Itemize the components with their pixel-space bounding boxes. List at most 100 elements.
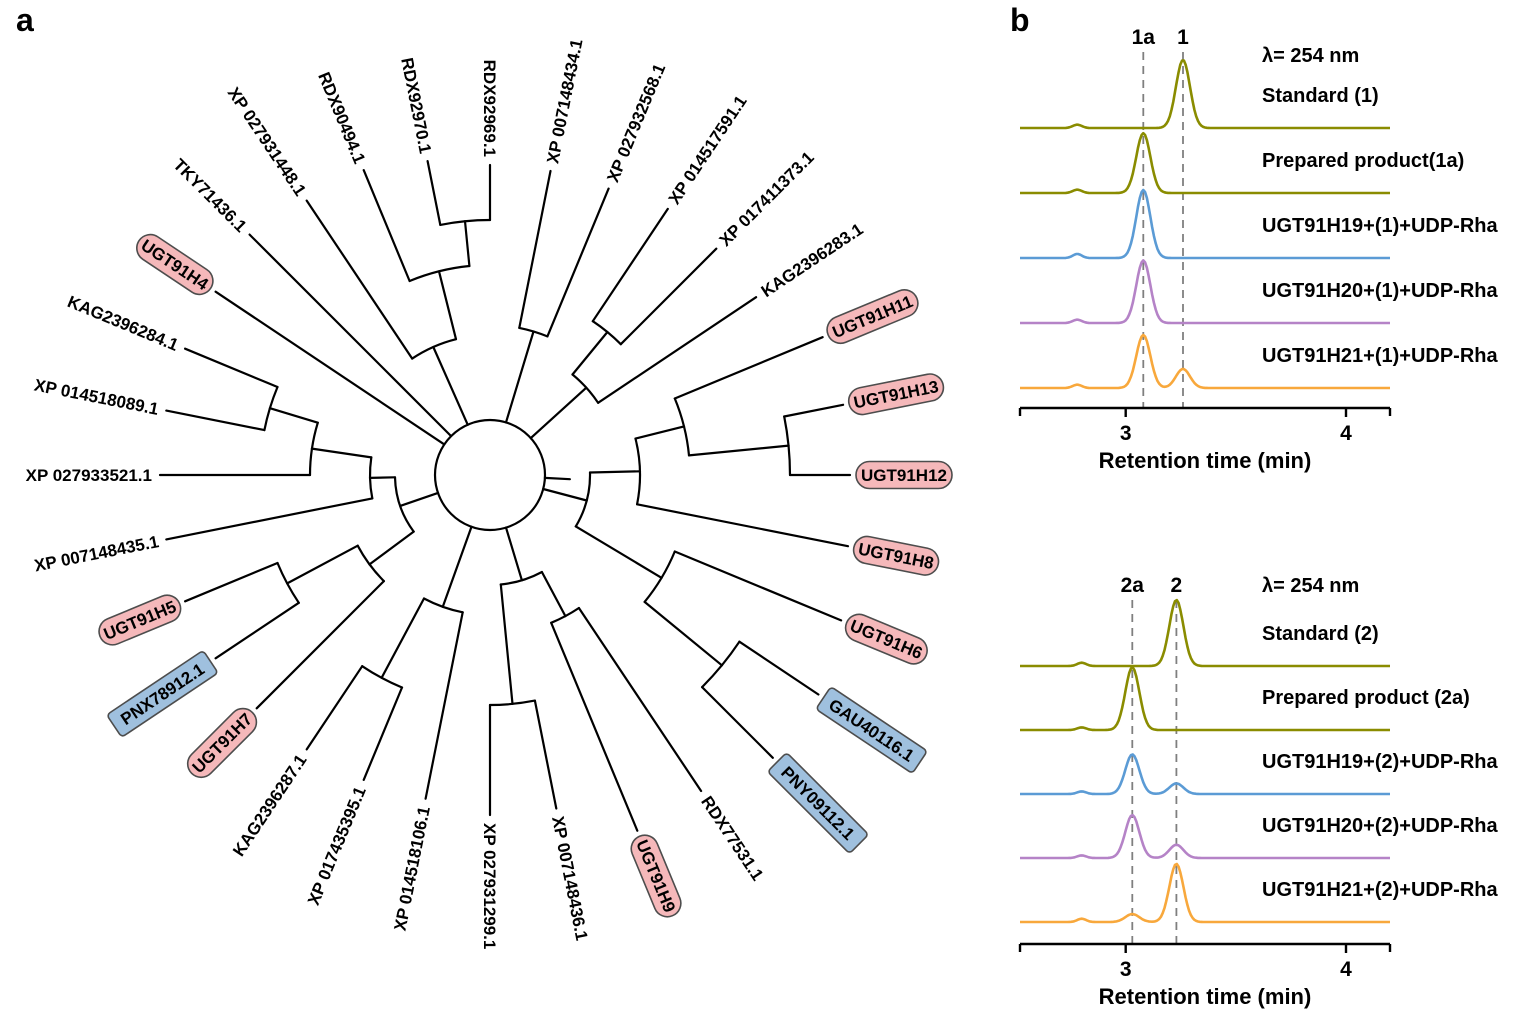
- tree-branch: [214, 290, 446, 446]
- tree-arc: [356, 544, 385, 583]
- taxon: UGT91H12: [855, 460, 953, 490]
- wavelength-label: λ= 254 nm: [1262, 45, 1359, 67]
- tree-branch: [571, 330, 609, 376]
- tree-branch: [184, 561, 279, 603]
- taxon: UGT91H7: [186, 707, 258, 779]
- tree-branch: [463, 220, 471, 268]
- chromatogram-trace: [1020, 188, 1390, 260]
- taxon: UGT91H6: [844, 613, 928, 665]
- taxon-highlight-blue: [816, 687, 927, 773]
- peak-marker-label: 1: [1177, 26, 1189, 49]
- tree-branch: [165, 497, 374, 541]
- taxon-label: XP 017435395.1: [304, 784, 370, 908]
- taxon-label: XP 027933521.1: [26, 466, 152, 485]
- tree-branch: [673, 336, 824, 400]
- tree-branch: [588, 470, 642, 474]
- tree-branch: [574, 525, 663, 579]
- x-tick-label: 4: [1340, 422, 1352, 445]
- taxon: XP 007148434.1: [543, 37, 586, 165]
- x-tick-label: 3: [1120, 958, 1132, 981]
- taxon-highlight-pink: [826, 289, 919, 345]
- taxon: RDX77531.1: [697, 793, 767, 884]
- taxon-highlight-pink: [852, 535, 940, 576]
- tree-branch: [504, 330, 535, 424]
- tree-branch: [441, 525, 473, 608]
- chromatogram-trace: [1020, 259, 1390, 325]
- taxon: XP 014518106.1: [391, 805, 434, 933]
- taxon: KAG2396284.1: [65, 292, 181, 355]
- taxon-highlight-blue: [768, 753, 868, 853]
- chromatogram-trace: [1020, 862, 1390, 924]
- tree-branch: [362, 169, 411, 283]
- taxon: XP 027932568.1: [603, 61, 669, 185]
- tree-arc: [393, 476, 415, 533]
- tree-branch: [305, 665, 364, 751]
- tree-branch: [286, 544, 359, 585]
- chromatogram-svg: Standard (1)Prepared product(1a)UGT91H19…: [1018, 26, 1499, 1009]
- taxon-label: RDX92970.1: [397, 56, 435, 155]
- taxon: RDX90494.1: [314, 69, 369, 166]
- trace-label: Standard (1): [1262, 85, 1379, 107]
- taxon-label: TKY71436.1: [169, 155, 250, 236]
- tree-arc: [422, 597, 464, 614]
- tree-branch: [504, 526, 524, 582]
- tree-arc: [499, 570, 543, 586]
- taxon-highlight-pink: [630, 834, 682, 918]
- tree-branch: [214, 601, 300, 660]
- taxon: XP 014517591.1: [665, 92, 751, 208]
- tree-branch: [700, 685, 774, 759]
- taxon: UGT91H5: [98, 594, 182, 646]
- chromatogram-trace: [1020, 753, 1390, 796]
- taxon-label: PNY09112.1: [777, 763, 858, 844]
- taxon: RDX92969.1: [480, 60, 499, 157]
- tree-branch: [577, 606, 703, 793]
- tree-branch: [248, 233, 453, 438]
- trace-label: UGT91H21+(1)+UDP-Rha: [1262, 345, 1499, 367]
- tree-branch: [165, 409, 266, 432]
- taxon: UGT91H4: [136, 233, 214, 296]
- taxon: XP 007148436.1: [548, 815, 591, 943]
- tree-arc: [550, 606, 580, 624]
- chromatogram-trace: [1020, 333, 1390, 390]
- taxon-label: RDX92969.1: [480, 60, 499, 157]
- tree-branch: [783, 403, 845, 418]
- tree-branch: [499, 583, 514, 706]
- trace-label: UGT91H19+(2)+UDP-Rha: [1262, 751, 1499, 773]
- taxon-label: XP 007148436.1: [548, 815, 591, 943]
- wavelength-label: λ= 254 nm: [1262, 575, 1359, 597]
- tree-branch: [542, 487, 588, 502]
- tree-arc: [634, 437, 642, 506]
- tree-branch: [634, 425, 686, 440]
- tree-branch: [546, 187, 610, 338]
- trace-label: UGT91H20+(1)+UDP-Rha: [1262, 280, 1499, 302]
- taxon-label: XP 027931448.1: [224, 84, 310, 200]
- tree-branch: [687, 444, 790, 457]
- taxon-label: XP 027932568.1: [603, 61, 669, 185]
- taxon-highlight-pink: [98, 594, 182, 646]
- trace-label: UGT91H19+(1)+UDP-Rha: [1262, 215, 1499, 237]
- phylogenetic-tree-svg: XP 007148434.1 XP 027932568.1XP 014517591…: [26, 37, 953, 949]
- panel-b-letter: b: [1010, 2, 1030, 38]
- taxon: XP 014518089.1: [33, 376, 161, 419]
- taxon-label: UGT91H7: [189, 710, 257, 778]
- tree-arc: [571, 373, 600, 404]
- taxon: TKY71436.1: [169, 155, 250, 236]
- tree-branch: [518, 169, 552, 329]
- tree-arc: [783, 415, 792, 477]
- trace-label: Standard (2): [1262, 623, 1379, 645]
- taxon-label: XP 014518089.1: [33, 376, 161, 419]
- tree-branch: [368, 530, 415, 566]
- tree-branch: [550, 621, 639, 832]
- tree-branch: [184, 347, 279, 389]
- taxon-highlight-blue: [107, 651, 218, 737]
- tree-branch: [437, 270, 458, 341]
- taxon: XP 017411373.1: [716, 148, 818, 250]
- chromatogram-trace: [1020, 59, 1390, 130]
- taxon: XP 027931448.1: [224, 84, 310, 200]
- taxon: XP 007148435.1: [33, 532, 161, 575]
- trace-label: Prepared product (2a): [1262, 687, 1470, 709]
- taxon-label: KAG2396283.1: [758, 220, 867, 301]
- tree-arc: [411, 338, 458, 360]
